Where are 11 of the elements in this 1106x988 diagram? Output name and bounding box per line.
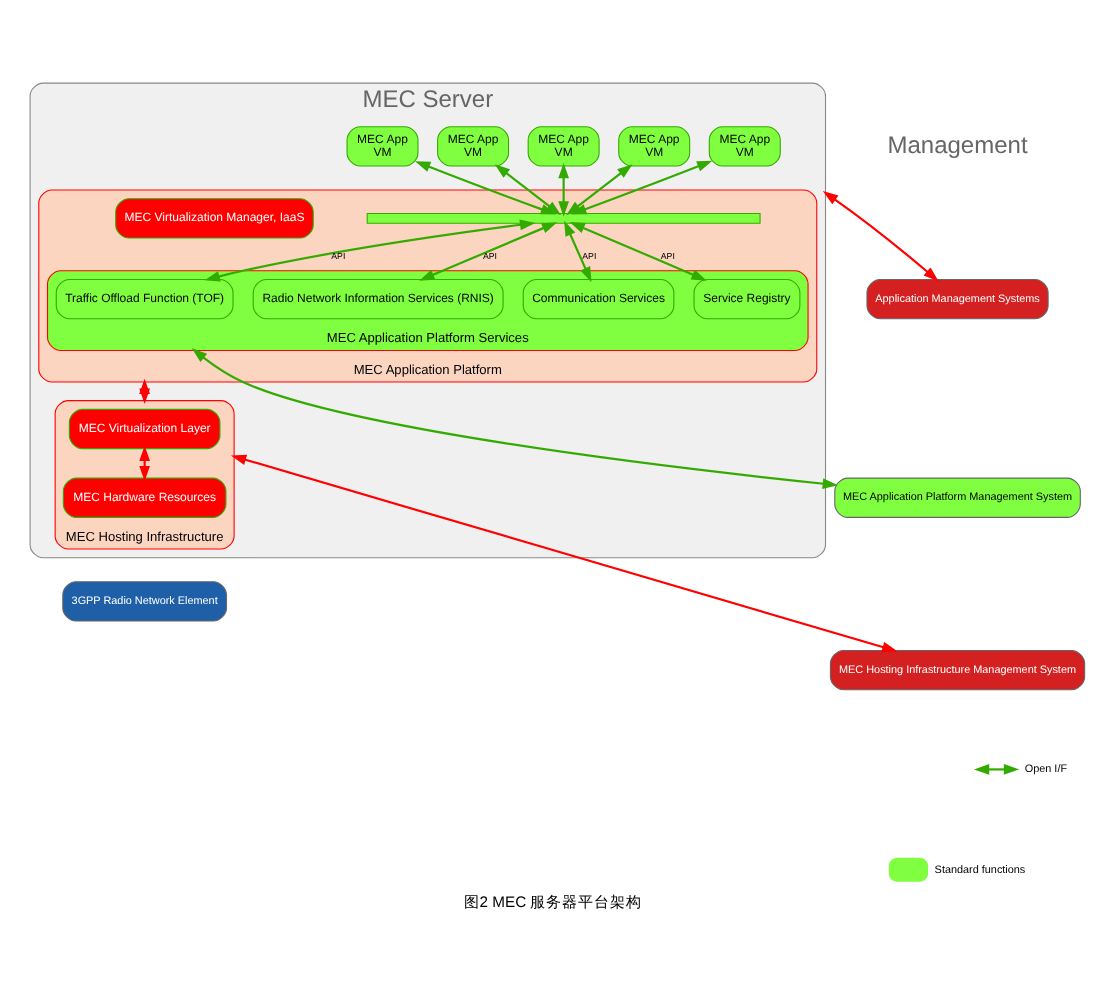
arrow	[569, 221, 707, 280]
arrow	[204, 218, 536, 281]
arrow	[822, 190, 939, 281]
arrow	[558, 161, 569, 216]
label: Management	[887, 129, 1028, 158]
arrow	[230, 453, 898, 652]
arrow	[191, 347, 838, 488]
node-bar	[366, 211, 761, 223]
arrow	[415, 160, 557, 214]
arrow	[419, 221, 558, 280]
arrow	[564, 219, 592, 282]
